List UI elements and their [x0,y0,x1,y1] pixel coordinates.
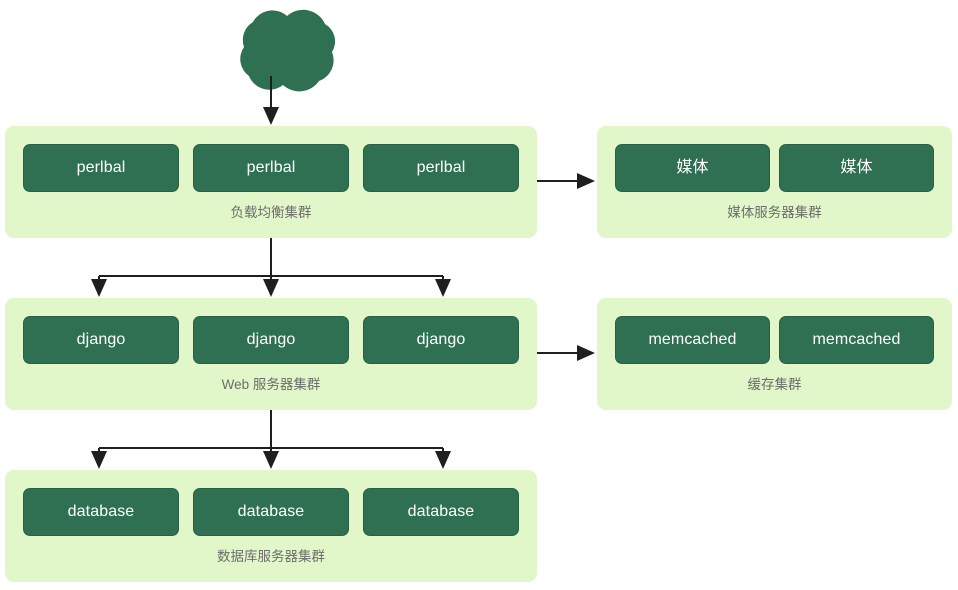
cluster-node-list: django django django [5,316,537,364]
cluster-label-database-server: 数据库服务器集群 [217,549,325,564]
cluster-web-server: django django django Web 服务器集群 [5,298,537,410]
node-django-2[interactable]: django [193,316,349,364]
cluster-media-server: 媒体 媒体 媒体服务器集群 [597,126,952,238]
cluster-label-media-server: 媒体服务器集群 [727,205,822,220]
node-database-3[interactable]: database [363,488,519,536]
node-django-3[interactable]: django [363,316,519,364]
cluster-label-load-balancer: 负载均衡集群 [230,205,312,220]
cluster-label-cache: 缓存集群 [747,377,802,392]
edge-web-to-database [91,410,451,469]
cluster-load-balancer: perlbal perlbal perlbal 负载均衡集群 [5,126,537,238]
node-perlbal-3[interactable]: perlbal [363,144,519,192]
node-django-1[interactable]: django [23,316,179,364]
cluster-node-list: 媒体 媒体 [597,144,952,192]
cluster-cache: memcached memcached 缓存集群 [597,298,952,410]
node-database-2[interactable]: database [193,488,349,536]
node-media-1[interactable]: 媒体 [615,144,770,192]
cluster-node-list: perlbal perlbal perlbal [5,144,537,192]
cluster-label-web-server: Web 服务器集群 [221,377,321,392]
node-perlbal-1[interactable]: perlbal [23,144,179,192]
cluster-node-list: database database database [5,488,537,536]
cluster-node-list: memcached memcached [597,316,952,364]
node-memcached-2[interactable]: memcached [779,316,934,364]
node-media-2[interactable]: 媒体 [779,144,934,192]
node-database-1[interactable]: database [23,488,179,536]
edge-loadbalancer-to-web [91,238,451,297]
cluster-database-server: database database database 数据库服务器集群 [5,470,537,582]
node-memcached-1[interactable]: memcached [615,316,770,364]
cloud-icon [240,9,336,92]
node-perlbal-2[interactable]: perlbal [193,144,349,192]
